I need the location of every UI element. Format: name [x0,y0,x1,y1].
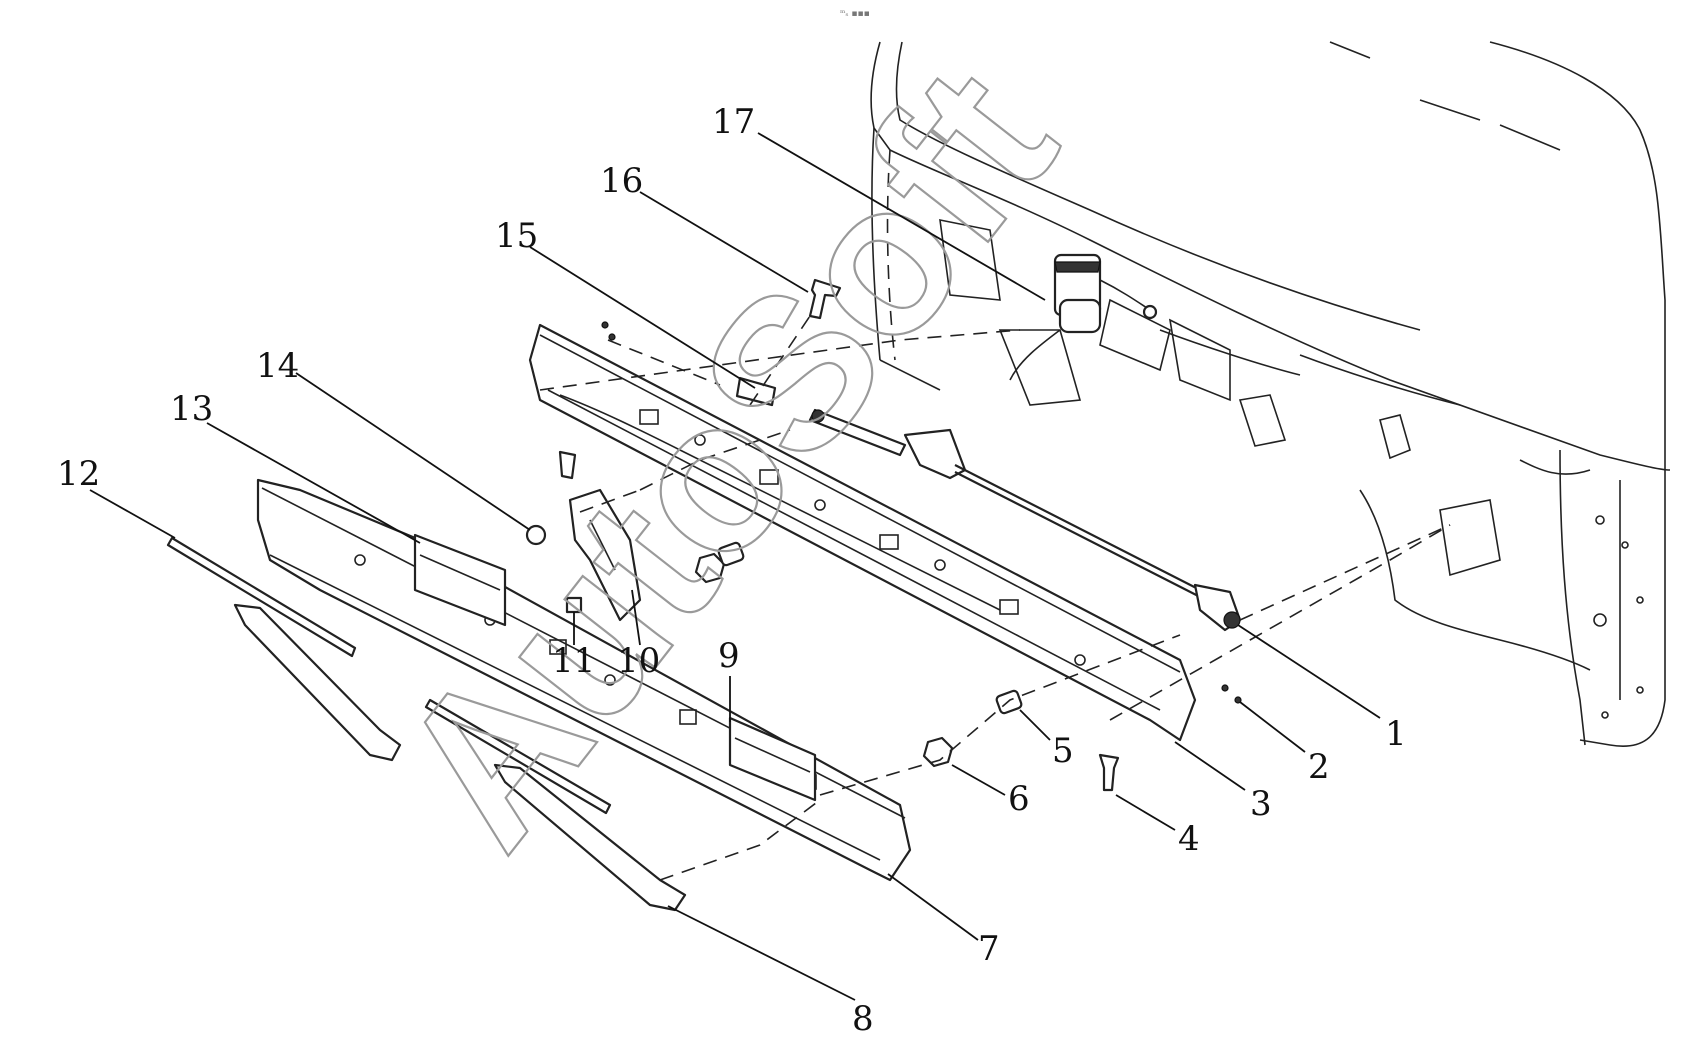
callout-14: 14 [256,346,299,386]
callout-labels: 1 2 3 4 5 6 7 8 9 10 11 12 13 14 15 16 1… [57,102,1407,1039]
wiper-motor [1009,253,1158,381]
callout-3: 3 [1250,784,1272,824]
callout-9: 9 [718,636,740,676]
callout-5: 5 [1052,731,1074,771]
callout-8: 8 [852,999,874,1039]
callout-17: 17 [712,102,755,142]
callout-16: 16 [600,161,643,201]
upper-cross-member [528,323,1197,742]
callout-4: 4 [1178,819,1200,859]
wiper-linkage [808,408,1242,632]
callout-15: 15 [495,216,538,256]
callout-2: 2 [1308,747,1330,787]
callout-13: 13 [170,389,213,429]
callout-1: 1 [1385,714,1407,754]
callout-7: 7 [978,929,1000,969]
wiper-blade-8 [424,698,687,912]
assembly-lines [539,315,1451,881]
header-mark: ᵐₛ ▪▪▪ [840,9,870,19]
callout-leaders [89,132,1381,1001]
callout-10: 10 [617,641,660,681]
cab-body [870,41,1671,747]
bracket-13 [413,533,507,627]
wiper-blade-12 [166,536,402,762]
callout-6: 6 [1008,779,1030,819]
bracket-9 [728,716,817,802]
callout-11: 11 [552,641,595,681]
small-parts [525,278,1242,792]
bracket-10 [568,488,642,622]
callout-12: 12 [57,454,100,494]
